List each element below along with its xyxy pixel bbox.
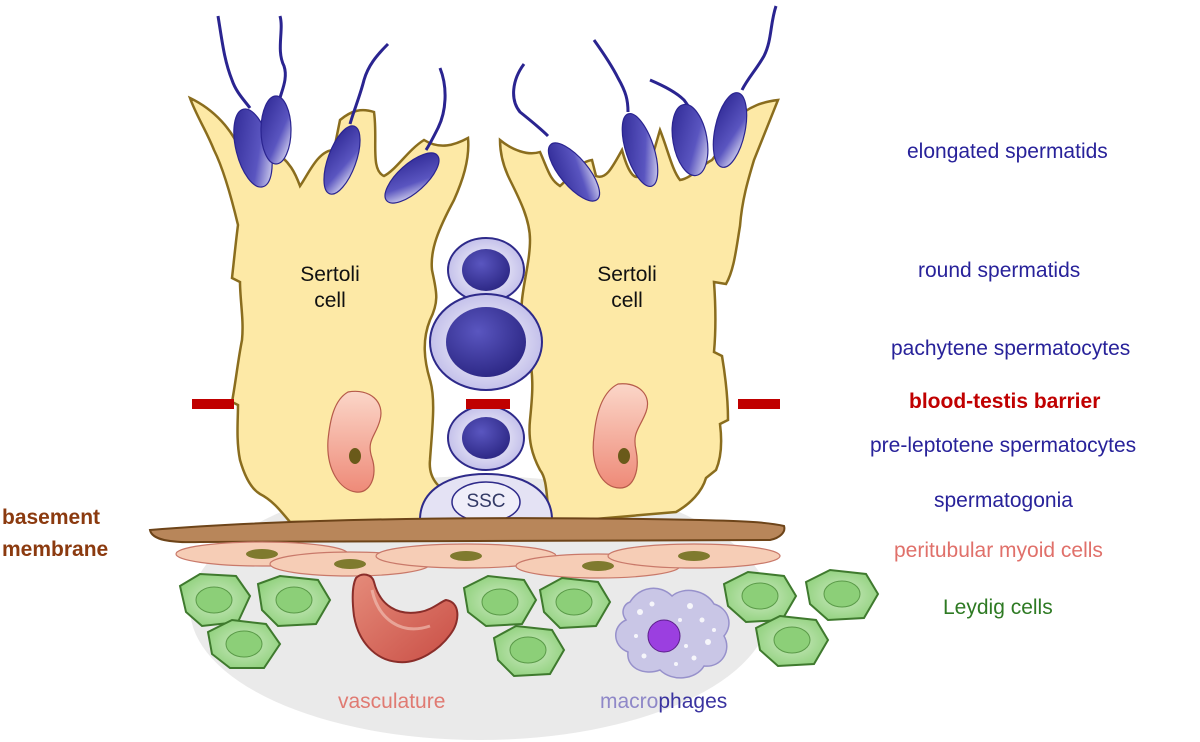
leydig-cells: [178, 568, 880, 678]
label-leydig-cells: Leydig cells: [943, 596, 1053, 619]
basement-membrane: [148, 517, 786, 544]
vasculature-label: vasculature: [338, 690, 446, 713]
basement-label-line2: membrane: [2, 538, 109, 561]
elongated-spermatid: [512, 63, 601, 202]
sertoli-label-right-line2: cell: [611, 289, 643, 312]
elongated-spermatid: [712, 5, 778, 168]
elongated-spermatid: [592, 39, 659, 187]
elongated-spermatid: [260, 15, 292, 165]
peritubular-myoid-cells: [175, 541, 781, 579]
sertoli-label-left: Sertoli cell: [270, 262, 390, 314]
ssc-label: SSC: [466, 491, 506, 512]
macrophage: [615, 587, 730, 679]
sertoli-inclusion-right: [592, 383, 649, 489]
label-pre-leptotene-spermatocytes: pre-leptotene spermatocytes: [870, 434, 1137, 457]
macrophages-label: macrophages: [600, 690, 727, 714]
sertoli-label-right: Sertoli cell: [567, 262, 687, 314]
blood-vessel: [351, 573, 459, 664]
sertoli-label-left-line1: Sertoli: [300, 263, 360, 286]
sertoli-label-left-line2: cell: [314, 289, 346, 312]
label-blood-testis-barrier: blood-testis barrier: [909, 390, 1101, 413]
label-round-spermatids: round spermatids: [918, 259, 1081, 282]
macrophages-label-part2: phages: [658, 690, 728, 713]
label-pachytene-spermatocytes: pachytene spermatocytes: [891, 337, 1131, 360]
label-spermatogonia: spermatogonia: [934, 489, 1073, 512]
label-elongated-spermatids: elongated spermatids: [907, 140, 1108, 163]
round-spermatid: [447, 237, 525, 303]
sertoli-label-right-line1: Sertoli: [597, 263, 657, 286]
pachytene-spermatocyte: [429, 293, 543, 391]
pre-leptotene-spermatocyte: [447, 405, 525, 471]
macrophages-label-part1: macro: [600, 690, 659, 713]
label-peritubular-myoid-cells: peritubular myoid cells: [894, 539, 1103, 562]
elongated-spermatid: [649, 78, 709, 177]
elongated-spermatid: [323, 42, 390, 195]
spermatogonial-stem-cell: [418, 472, 554, 523]
barrier-left: [192, 399, 234, 409]
barrier-right: [738, 399, 780, 409]
basement-label-line1: basement: [2, 506, 101, 529]
elongated-spermatid: [384, 67, 447, 204]
barrier-center: [466, 399, 510, 409]
basement-membrane-label: basement membrane: [2, 502, 108, 566]
sertoli-inclusion-left: [327, 390, 382, 493]
sertoli-cell-left: [187, 95, 473, 524]
